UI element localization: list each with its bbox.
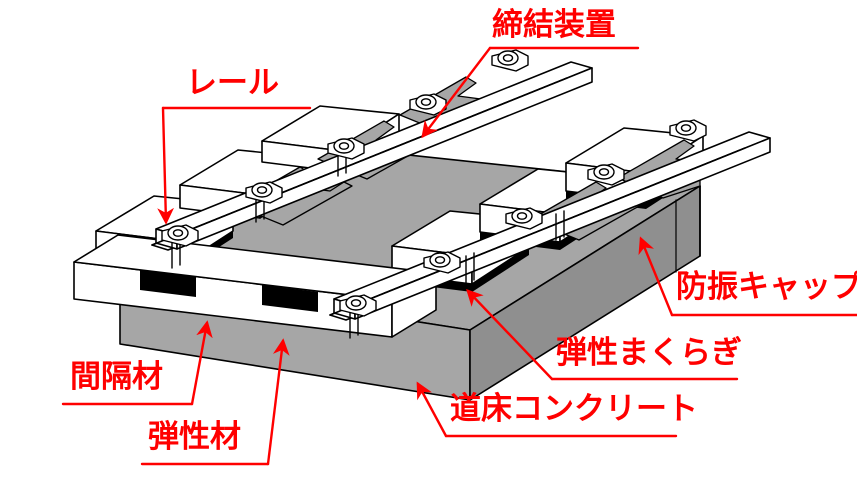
label-elastic-sleeper: 弾性まくらぎ bbox=[556, 335, 742, 371]
annotation-leaders bbox=[61, 46, 857, 466]
leader-elastic-material bbox=[266, 338, 290, 466]
leader-elastic-sleeper bbox=[466, 288, 554, 381]
leader-fastening-device bbox=[421, 46, 492, 139]
label-spacer-material: 間隔材 bbox=[70, 359, 163, 395]
label-fastening-device: 締結装置 bbox=[492, 7, 616, 43]
label-vibration-proof-cap: 防振キャップ bbox=[676, 269, 857, 305]
leader-roadbed-concrete bbox=[416, 381, 448, 438]
label-rail: レール bbox=[186, 65, 279, 101]
leader-rail bbox=[157, 106, 175, 225]
leader-vibration-proof-cap bbox=[638, 236, 674, 317]
label-roadbed-concrete: 道床コンクリート bbox=[450, 391, 698, 427]
label-elastic-material: 弾性材 bbox=[148, 419, 241, 455]
elastic-material-pad bbox=[140, 270, 318, 312]
drawing-group bbox=[61, 46, 857, 466]
rail-fastening-clip bbox=[161, 49, 707, 317]
leader-spacer-material bbox=[190, 320, 213, 406]
